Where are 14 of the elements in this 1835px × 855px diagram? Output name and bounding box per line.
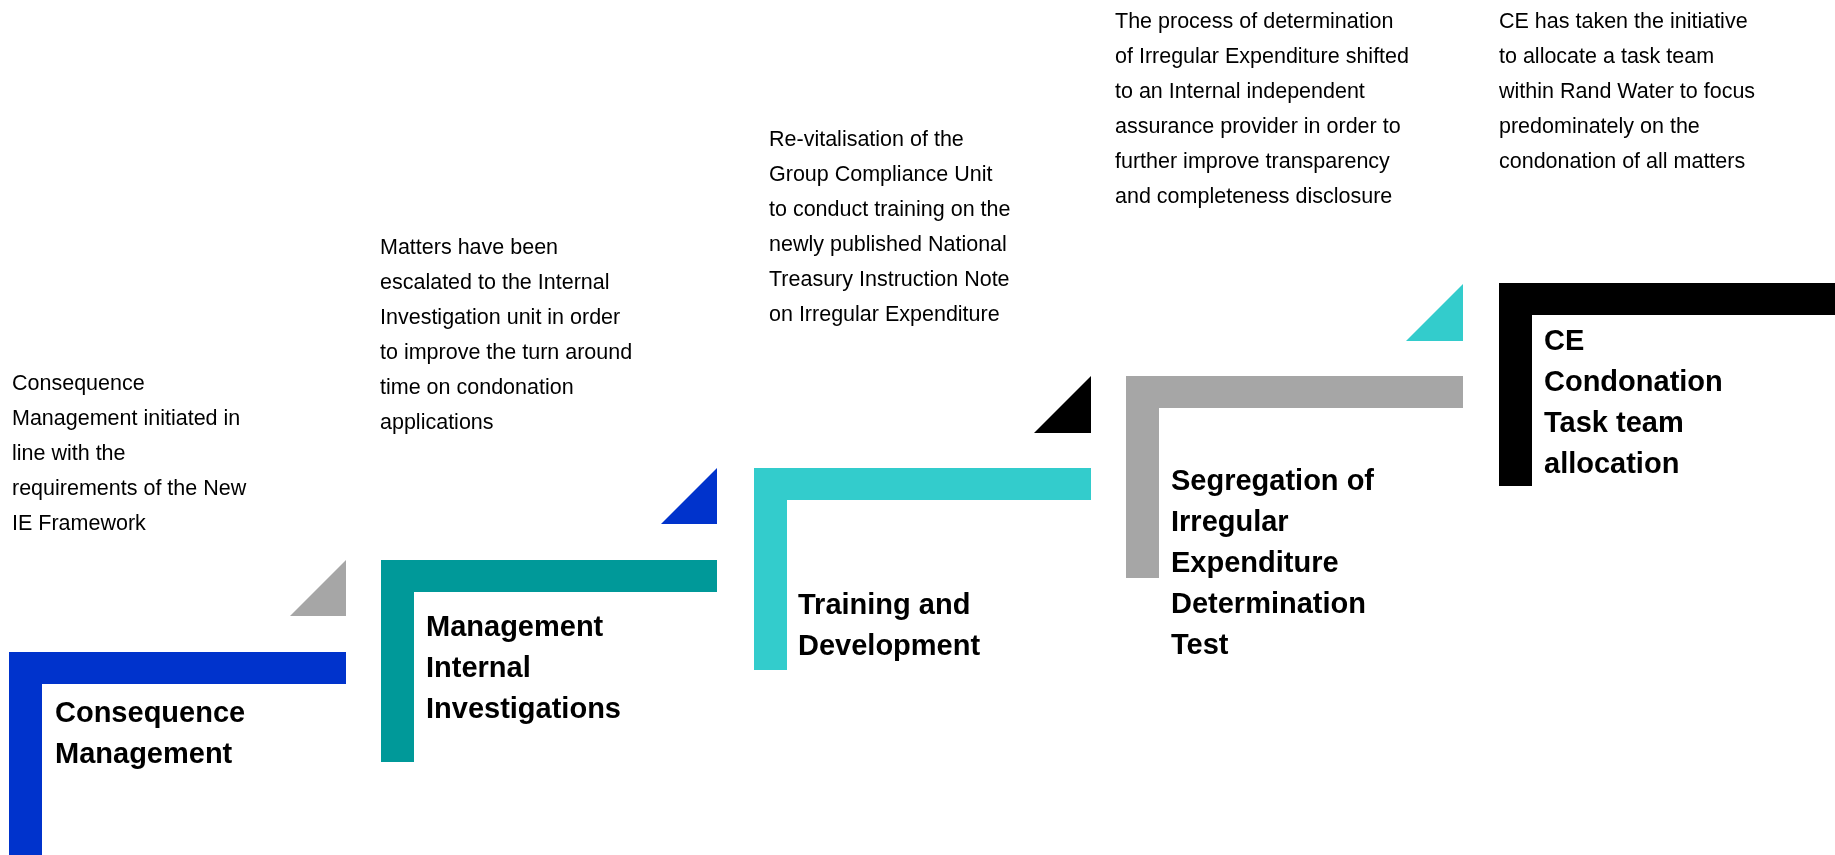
step-title: Consequence Management bbox=[55, 695, 247, 771]
step-title: Management Internal Investigations bbox=[426, 609, 622, 726]
step-description: The process of determination of Irregular Expenditure shifted to an Internal independent assurance provider in order to further improve transparency and completeness disclosure bbox=[1115, 8, 1410, 210]
step-bracket bbox=[754, 468, 1091, 670]
step-title: Segregation of Irregular Expenditure Determination Test bbox=[1171, 463, 1375, 662]
step-description: Matters have been escalated to the Internal Investigation unit in order to improve the turn around time on condonation applications bbox=[380, 234, 634, 436]
step-bracket bbox=[381, 560, 717, 762]
step-bracket bbox=[9, 652, 346, 855]
step-description: Re-vitalisation of the Group Compliance Unit to conduct training on the newly published National Treasury Instruction Note on Irregular Expenditure bbox=[769, 126, 1012, 328]
step-bracket bbox=[1499, 283, 1835, 486]
step-description: Consequence Management initiated in line with the requirements of the New IE Framework bbox=[12, 370, 248, 537]
step-title: Training and Development bbox=[798, 587, 982, 663]
step-title: CE Condonation Task team allocation bbox=[1544, 323, 1724, 481]
step-description: CE has taken the initiative to allocate a task team within Rand Water to focus predominately on the condonation of all matters bbox=[1499, 8, 1757, 175]
